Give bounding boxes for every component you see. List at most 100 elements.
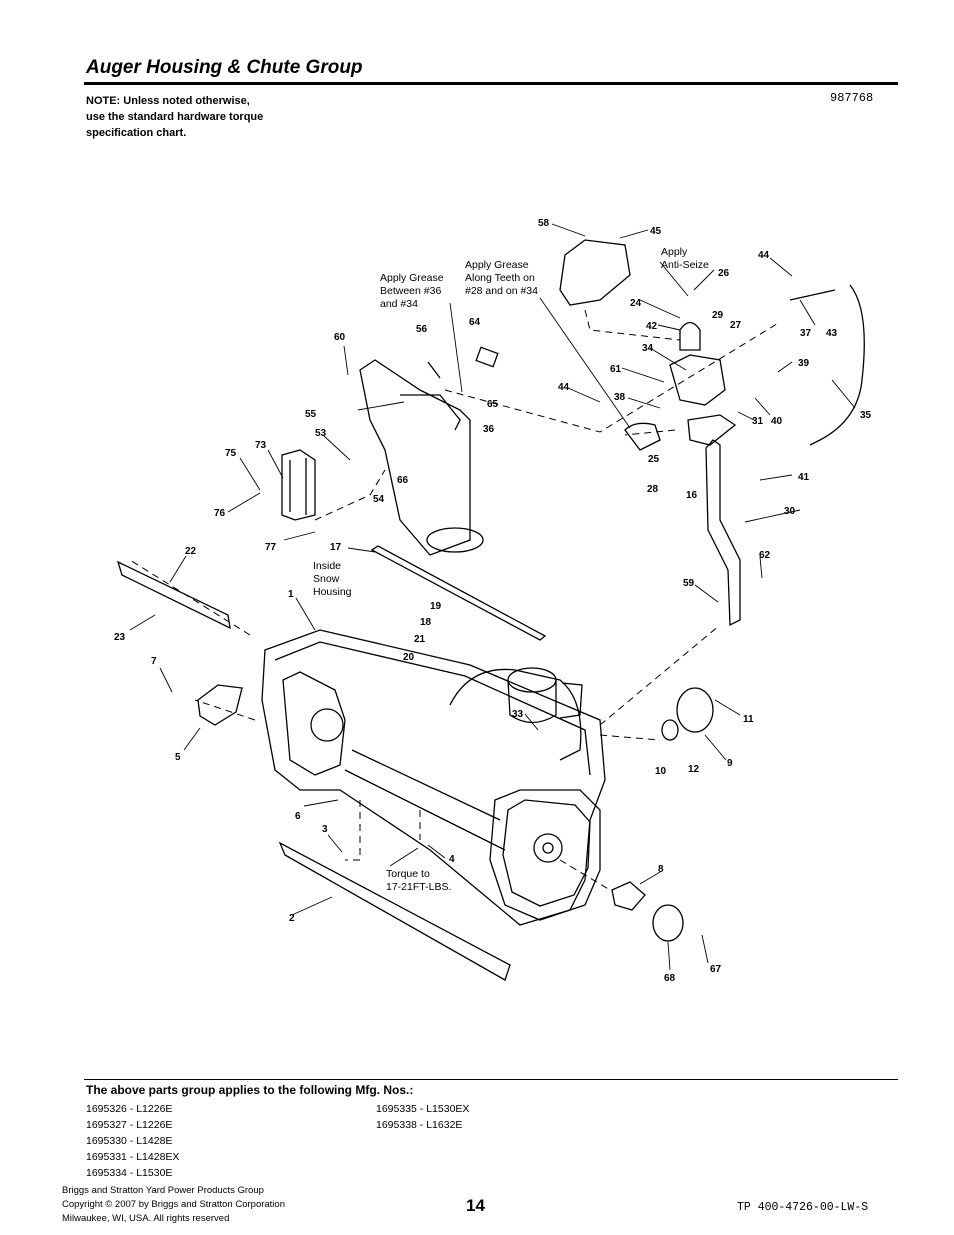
callout-label: 43 [826,328,838,339]
callout-label: 38 [614,392,626,403]
callout-label: 33 [512,709,524,720]
mfg-number: 1695326 - L1226E [86,1103,173,1115]
callout-label: 5 [175,752,181,763]
callout-label: 28 [647,484,659,495]
callout-label: 44 [558,382,570,393]
callout-label: 16 [686,490,698,501]
callout-label: 41 [798,472,810,483]
callout-label: 67 [710,964,722,975]
annotation-line: Housing [313,586,352,598]
callout-label: 45 [650,226,662,237]
callout-label: 21 [414,634,426,645]
bevel-gear [679,321,701,351]
mount-plate [687,414,737,446]
left-bearing-hole [310,708,344,742]
footer-line: Milwaukee, WI, USA. All rights reserved [62,1213,230,1224]
housing-bottom-edge [344,769,506,851]
mfg-number: 1695330 - L1428E [86,1135,173,1147]
callout-label: 40 [771,416,783,427]
callout-label: 37 [800,328,812,339]
right-side-panel [489,789,601,921]
callout-label: 29 [712,310,724,321]
callout-label: 24 [630,298,642,309]
chute-ring [507,667,557,693]
control-cable [809,284,865,446]
note-line: specification chart. [86,127,187,139]
callout-label: 68 [664,973,676,984]
right-side-inner [502,799,591,907]
annotation-line: 17-21FT-LBS. [386,881,451,893]
auger-housing-top-edge [274,641,591,776]
annotation-line: Along Teeth on [465,272,535,284]
callout-label: 22 [185,546,197,557]
mfg-number: 1695335 - L1530EX [376,1103,470,1115]
callout-label: 77 [265,542,277,553]
callout-label: 26 [718,268,730,279]
callout-label: 2 [289,913,295,924]
torque-note: NOTE: Unless noted otherwise, use the st… [86,93,316,141]
annotation-line: Anti-Seize [661,259,709,271]
side-bar [116,560,231,630]
annotation-line: Between #36 [380,285,441,297]
exploded-parts-diagram: 58 45 44 26 24 29 42 27 37 43 34 39 61 4… [114,218,872,984]
note-line: NOTE: Unless noted otherwise, [86,95,250,107]
callout-label: 10 [655,766,667,777]
callout-label: 9 [727,758,733,769]
mfg-number: 1695331 - L1428EX [86,1151,180,1163]
annotation-line: Snow [313,573,340,585]
callout-label: 1 [288,589,294,600]
callout-label: 44 [758,250,770,261]
callout-label: 20 [403,652,415,663]
callout-label: 8 [658,864,664,875]
callout-label: 7 [151,656,157,667]
callout-label: 61 [610,364,622,375]
skid-shoe [197,684,243,726]
callout-label: 62 [759,550,771,561]
left-side-panel [282,671,346,776]
callout-label: 55 [305,409,317,420]
impeller-housing [449,668,582,761]
callout-label: 59 [683,578,695,589]
callout-label: 36 [483,424,495,435]
bearing [661,719,679,741]
right-bearing-hole [533,833,563,863]
callout-label: 75 [225,448,237,459]
crank-shaft [370,545,547,641]
callout-label: 53 [315,428,327,439]
annotation-line: and #34 [380,298,418,310]
footer-line: Copyright © 2007 by Briggs and Stratton … [62,1199,285,1210]
annotation-line: Torque to [386,868,430,880]
callout-label: 18 [420,617,432,628]
mfg-list-column-1: 1695326 - L1226E 1695327 - L1226E 169533… [86,1101,179,1181]
discharge-chute [359,359,471,556]
callout-label: 6 [295,811,301,822]
callout-label: 25 [648,454,660,465]
bearing-flange-lower [611,881,646,911]
tp-number: TP 400-4726-00-LW-S [737,1201,869,1214]
right-bearing-center [542,842,554,854]
chute-inner-lip [400,394,461,431]
decal-64 [475,346,499,368]
annotation-line: Apply Grease [465,259,529,271]
title-rule [84,82,898,85]
housing-trough-line [351,749,501,821]
callout-label: 27 [730,320,742,331]
callout-label: 11 [743,714,754,725]
callout-label: 56 [416,324,428,335]
cable-rod [789,289,836,301]
callout-label: 73 [255,440,267,451]
shave-plate [278,841,511,981]
callout-label: 3 [322,824,328,835]
deflector-handle-bracket [281,449,316,521]
chute-ring-bracket [559,682,583,719]
callout-label: 58 [538,218,550,229]
annotation-line: #28 and on #34 [465,285,538,297]
callout-label: 31 [752,416,764,427]
annotation-line: Apply Grease [380,272,444,284]
callout-label: 35 [860,410,872,421]
annotation-line: Inside [313,560,341,572]
callout-label: 54 [373,494,385,505]
note-line: use the standard hardware torque [86,111,264,123]
callout-label: 65 [487,399,499,410]
callout-label: 76 [214,508,226,519]
